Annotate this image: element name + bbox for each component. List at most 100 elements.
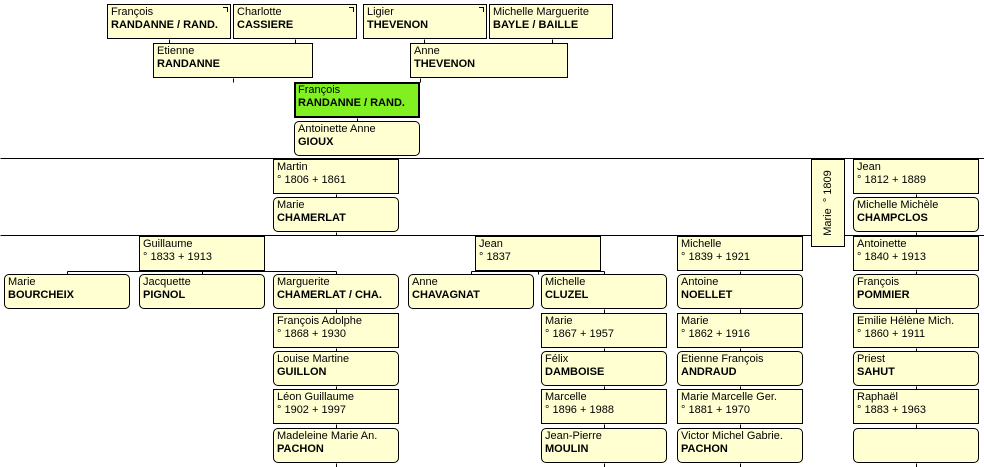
person-given-name: Marie — [277, 199, 305, 211]
person-dates: ° 1837 — [479, 251, 511, 263]
person-given-name: Ligier — [367, 6, 394, 18]
person-surname: RANDANNE — [157, 58, 220, 70]
person-surname: PACHON — [277, 443, 324, 455]
person-given-name: Antoinette Anne — [298, 123, 376, 135]
expand-corner-icon[interactable] — [479, 7, 484, 12]
person-box[interactable]: Emilie Hélène Mich.° 1860 + 1911 — [853, 313, 979, 348]
person-given-name: Marie — [681, 315, 709, 327]
person-surname: CHAVAGNAT — [412, 289, 480, 301]
person-surname: POMMIER — [857, 289, 910, 301]
expand-corner-icon[interactable] — [349, 7, 354, 12]
person-box[interactable]: Victor Michel Gabrie.PACHON — [677, 428, 803, 463]
person-surname: CHAMPCLOS — [857, 212, 928, 224]
person-box[interactable]: Antoinette° 1840 + 1913 — [853, 236, 979, 271]
person-dates: ° 1883 + 1963 — [857, 404, 926, 416]
person-surname: CHAMERLAT / CHA. — [277, 289, 382, 301]
person-box[interactable]: Michelle° 1839 + 1921 — [677, 236, 803, 271]
person-surname: GUILLON — [277, 366, 327, 378]
person-given-name: Antoine — [681, 276, 719, 288]
person-box[interactable]: Léon Guillaume° 1902 + 1997 — [273, 389, 399, 424]
person-dates: ° 1881 + 1970 — [681, 404, 750, 416]
expand-corner-icon[interactable] — [223, 7, 228, 12]
person-given-name: Raphaël — [857, 391, 898, 403]
person-surname: PACHON — [681, 443, 728, 455]
person-surname: RANDANNE / RAND. — [298, 97, 405, 109]
person-given-name: François — [298, 84, 341, 96]
person-surname: DAMBOISE — [545, 366, 605, 378]
person-surname: MOULIN — [545, 443, 589, 455]
person-box[interactable] — [853, 428, 979, 463]
person-dates: ° 1812 + 1889 — [857, 174, 926, 186]
person-given-name: Michelle Michèle — [857, 199, 939, 211]
person-surname: PIGNOL — [143, 289, 186, 301]
person-dates: ° 1806 + 1861 — [277, 174, 346, 186]
person-given-name: Antoinette — [857, 238, 907, 250]
person-given-name: Marcelle — [545, 391, 587, 403]
person-box[interactable]: Martin° 1806 + 1861 — [273, 159, 399, 194]
person-given-name: Victor Michel Gabrie. — [681, 430, 783, 442]
person-surname: GIOUX — [298, 136, 334, 148]
person-given-name: Michelle — [545, 276, 586, 288]
person-surname: CHAMERLAT — [277, 212, 346, 224]
person-box[interactable]: Raphaël° 1883 + 1963 — [853, 389, 979, 424]
person-box[interactable]: Marcelle° 1896 + 1988 — [541, 389, 667, 424]
person-box[interactable]: Jean° 1812 + 1889 — [853, 159, 979, 194]
person-given-name: Martin — [277, 161, 308, 173]
person-given-name: Michelle Marguerite — [493, 6, 589, 18]
person-dates: ° 1840 + 1913 — [857, 251, 926, 263]
person-surname: THEVENON — [367, 19, 429, 31]
person-given-name: Guillaume — [143, 238, 193, 250]
person-given-name: Marie — [8, 276, 36, 288]
person-dates: ° 1902 + 1997 — [277, 404, 346, 416]
person-box[interactable]: Marie ° 1809 — [811, 159, 845, 247]
person-dates: ° 1867 + 1957 — [545, 328, 614, 340]
person-given-name: François — [111, 6, 154, 18]
person-box[interactable]: Marie° 1862 + 1916 — [677, 313, 803, 348]
person-box[interactable]: Marie Marcelle Ger.° 1881 + 1970 — [677, 389, 803, 424]
person-given-name: Marguerite — [277, 276, 330, 288]
person-box[interactable]: Marie° 1867 + 1957 — [541, 313, 667, 348]
person-given-name: Léon Guillaume — [277, 391, 355, 403]
person-box[interactable]: Jean° 1837 — [475, 236, 601, 271]
person-box[interactable]: Madeleine Marie An.PACHON — [273, 428, 399, 463]
person-given-name: Jean — [479, 238, 503, 250]
person-dates: ° 1860 + 1911 — [857, 328, 926, 340]
person-given-name: Anne — [412, 276, 438, 288]
person-box[interactable]: Guillaume° 1833 + 1913 — [139, 236, 265, 271]
person-given-name: Félix — [545, 353, 569, 365]
person-surname: CLUZEL — [545, 289, 589, 301]
person-surname: ANDRAUD — [681, 366, 737, 378]
person-surname: CASSIERE — [237, 19, 294, 31]
person-box[interactable]: François Adolphe° 1868 + 1930 — [273, 313, 399, 348]
person-given-name: Etienne François — [681, 353, 764, 365]
person-given-name: Michelle — [681, 238, 722, 250]
person-given-name: Jacquette — [143, 276, 191, 288]
person-given-name: Anne — [414, 45, 440, 57]
person-given-name: Louise Martine — [277, 353, 350, 365]
person-surname: SAHUT — [857, 366, 895, 378]
person-given-name: Priest — [857, 353, 886, 365]
